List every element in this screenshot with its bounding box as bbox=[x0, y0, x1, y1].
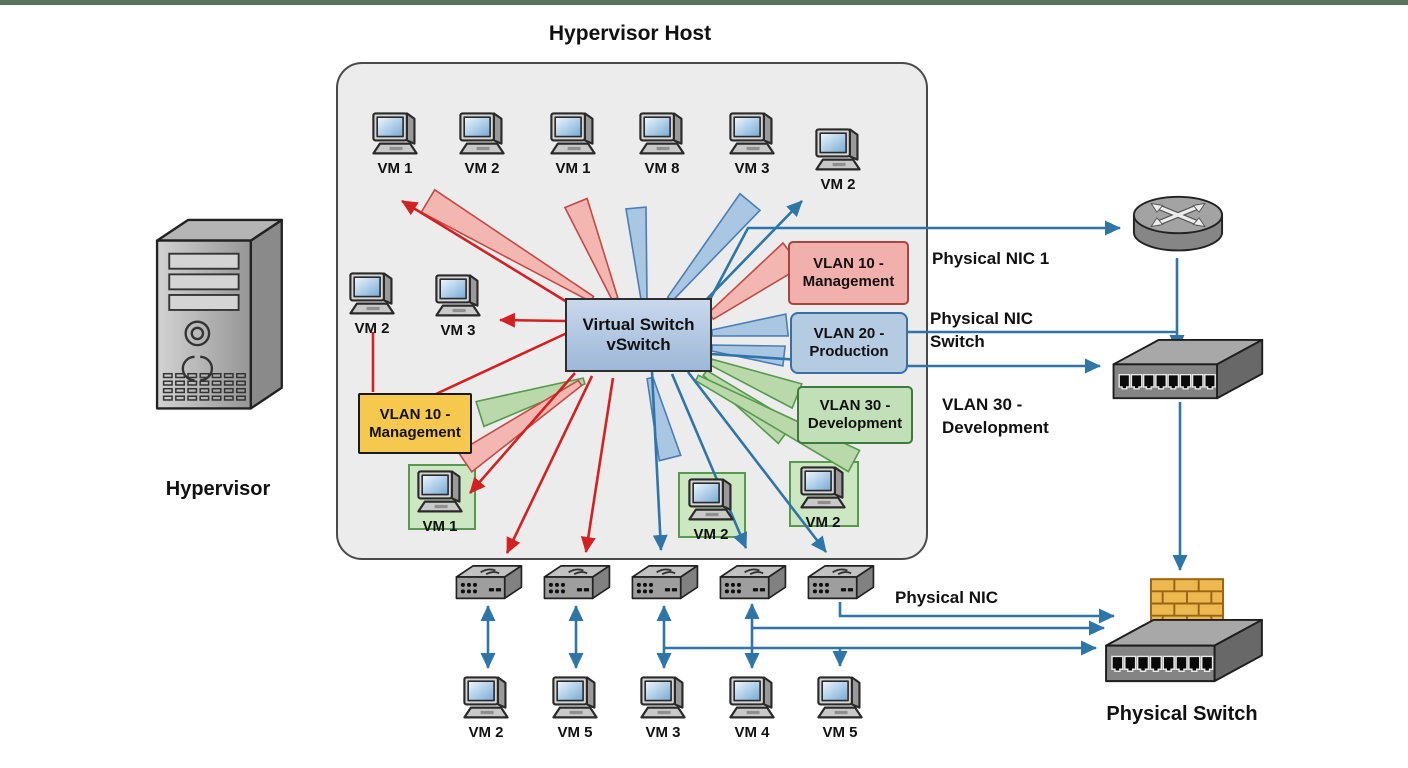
vm-node: VM 2 bbox=[454, 674, 518, 741]
vlan20-production-box: VLAN 20 - Production bbox=[790, 312, 908, 374]
vm-label: VM 5 bbox=[557, 724, 593, 741]
vlan-line1: VLAN 10 - bbox=[379, 405, 451, 423]
vm-node: VM 1 bbox=[408, 468, 472, 535]
vm-node: VM 5 bbox=[808, 674, 872, 741]
vlan-line1: VLAN 20 - bbox=[813, 325, 885, 342]
vm-icon bbox=[455, 110, 509, 160]
physical-nic-bottom-label: Physical NIC bbox=[895, 588, 998, 607]
vm-label: VM 4 bbox=[734, 724, 770, 741]
vm-label: VM 2 bbox=[464, 160, 500, 177]
mini-switch-icon bbox=[713, 563, 791, 604]
mini-switch-icon bbox=[801, 563, 879, 604]
hypervisor-label: Hypervisor bbox=[165, 478, 271, 500]
virtual-switch-box: Virtual Switch vSwitch bbox=[565, 298, 712, 372]
vm-node: VM 1 bbox=[541, 110, 605, 177]
vlan-line1: VLAN 10 - bbox=[813, 255, 884, 272]
vm-icon bbox=[725, 674, 779, 724]
vm-icon bbox=[413, 468, 467, 518]
vlan30-development-label: VLAN 30 - Development bbox=[942, 394, 1049, 440]
vm-label: VM 3 bbox=[440, 322, 476, 339]
physical-switch-label: Physical Switch bbox=[1106, 703, 1258, 725]
vm-node: VM 1 bbox=[363, 110, 427, 177]
vlan10-management-yellow-box: VLAN 10 - Management bbox=[358, 393, 472, 454]
vm-label: VM 1 bbox=[422, 518, 458, 535]
vm-icon bbox=[548, 674, 602, 724]
vlan-line2: Management bbox=[802, 273, 895, 290]
vm-node: VM 2 bbox=[450, 110, 514, 177]
vm-label: VM 2 bbox=[805, 514, 841, 531]
vm-icon bbox=[636, 674, 690, 724]
vm-icon bbox=[345, 270, 399, 320]
vm-label: VM 2 bbox=[693, 526, 729, 543]
vm-icon bbox=[813, 674, 867, 724]
vlan30-development-box: VLAN 30 - Development bbox=[797, 386, 913, 444]
vm-label: VM 3 bbox=[645, 724, 681, 741]
page-title: Hypervisor Host bbox=[548, 22, 712, 45]
router-icon bbox=[1130, 192, 1226, 261]
vm-node: VM 3 bbox=[426, 272, 490, 339]
vlan-line2: Production bbox=[809, 343, 889, 360]
mini-switch-icon bbox=[625, 563, 703, 604]
vm-icon bbox=[725, 110, 779, 160]
virtual-switch-line2: vSwitch bbox=[606, 335, 671, 354]
physical-nic-switch-line2: Switch bbox=[930, 331, 985, 351]
vm-icon bbox=[811, 126, 865, 176]
vlan30-line2: Development bbox=[942, 417, 1049, 437]
vm-label: VM 2 bbox=[820, 176, 856, 193]
vlan-line2: Management bbox=[369, 423, 461, 441]
physical-switch-icon bbox=[1106, 336, 1266, 404]
mini-switch-icon bbox=[449, 563, 527, 604]
physical-switch-icon bbox=[1098, 616, 1266, 687]
physical-nic-1-label: Physical NIC 1 bbox=[932, 249, 1050, 268]
vm-label: VM 8 bbox=[644, 160, 680, 177]
physical-nic-switch-line1: Physical NIC bbox=[930, 309, 1033, 328]
vm-label: VM 2 bbox=[354, 320, 390, 337]
vlan-line1: VLAN 30 - bbox=[819, 397, 891, 414]
vm-node: VM 3 bbox=[720, 110, 784, 177]
physical-nic-switch-label: Physical NIC Switch bbox=[930, 308, 1033, 354]
vm-icon bbox=[368, 110, 422, 160]
vlan10-management-red-box: VLAN 10 - Management bbox=[788, 241, 909, 305]
server-tower-icon bbox=[143, 192, 293, 457]
vm-node: VM 4 bbox=[720, 674, 784, 741]
vm-label: VM 1 bbox=[377, 160, 413, 177]
vm-label: VM 3 bbox=[734, 160, 770, 177]
vm-icon bbox=[546, 110, 600, 160]
vm-node: VM 5 bbox=[543, 674, 607, 741]
vm-icon bbox=[635, 110, 689, 160]
vm-label: VM 2 bbox=[468, 724, 504, 741]
vm-label: VM 5 bbox=[822, 724, 858, 741]
vm-label: VM 1 bbox=[555, 160, 591, 177]
vm-node: VM 2 bbox=[679, 476, 743, 543]
virtual-switch-line1: Virtual Switch bbox=[582, 314, 695, 334]
vm-node: VM 2 bbox=[806, 126, 870, 193]
vm-node: VM 8 bbox=[630, 110, 694, 177]
vm-icon bbox=[459, 674, 513, 724]
vm-node: VM 2 bbox=[791, 464, 855, 531]
vm-icon bbox=[431, 272, 485, 322]
vm-icon bbox=[796, 464, 850, 514]
top-accent-bar bbox=[0, 0, 1408, 5]
vm-node: VM 3 bbox=[631, 674, 695, 741]
vm-node: VM 2 bbox=[340, 270, 404, 337]
vlan-line2: Development bbox=[807, 415, 903, 432]
vm-icon bbox=[684, 476, 738, 526]
vlan30-line1: VLAN 30 - bbox=[942, 395, 1023, 414]
mini-switch-icon bbox=[537, 563, 615, 604]
